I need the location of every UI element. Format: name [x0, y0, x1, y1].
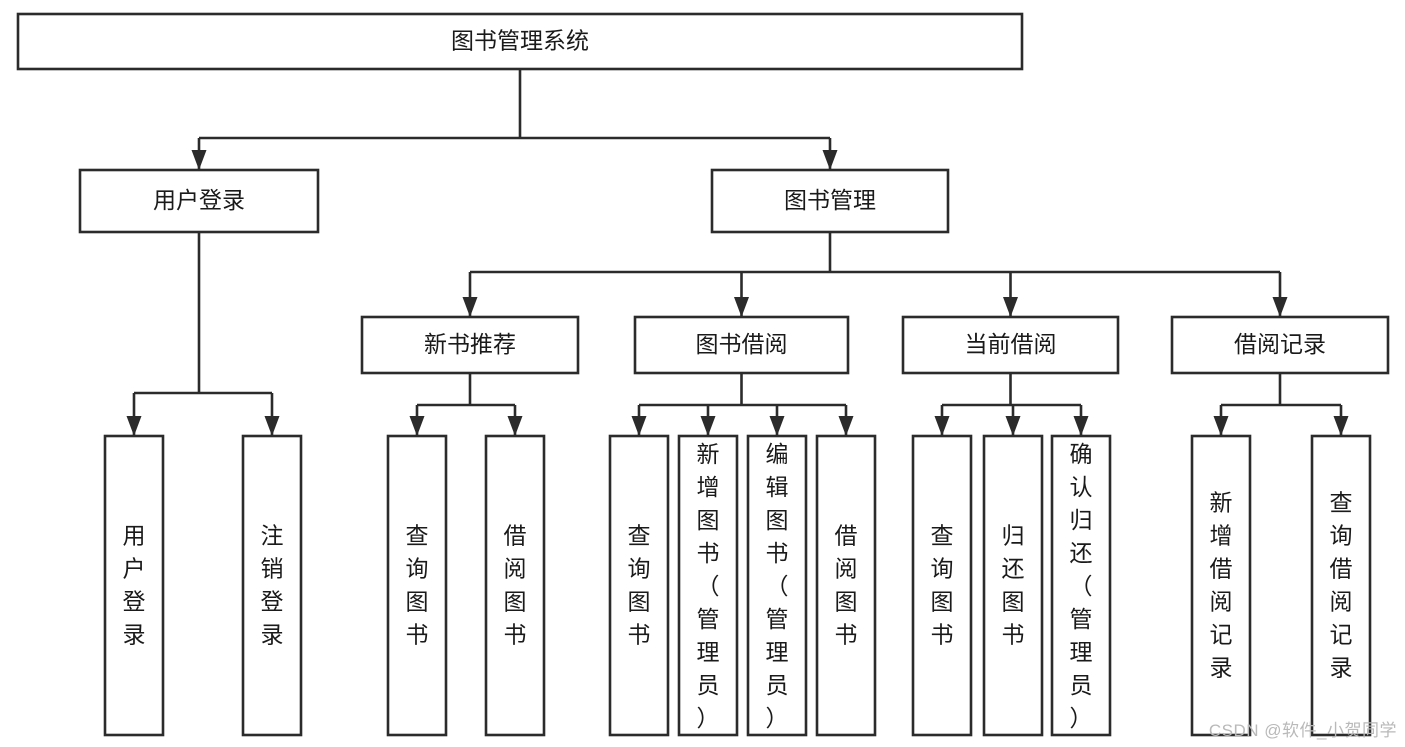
node-leaf-4-label: 查询图书 [628, 523, 651, 648]
node-l3-2-label: 当前借阅 [965, 331, 1057, 357]
node-leaf-3[interactable]: 借阅图书 [484, 434, 546, 737]
node-l3-0-rect[interactable] [360, 315, 580, 375]
node-leaf-2-label: 查询图书 [406, 523, 429, 648]
node-leaf-7-label: 借阅图书 [835, 523, 858, 648]
node-leaf-5[interactable]: 新增图书（管理员） [677, 434, 739, 737]
node-leaf-3-rect[interactable] [484, 434, 546, 737]
node-leaf-9-label: 归还图书 [1002, 523, 1025, 648]
node-l3-1[interactable]: 图书借阅 [633, 315, 850, 375]
arrow-head-icon [409, 416, 425, 436]
node-l2-1[interactable]: 图书管理 [710, 168, 950, 234]
node-leaf-0[interactable]: 用户登录 [103, 434, 165, 737]
node-leaf-4-rect[interactable] [608, 434, 670, 737]
node-leaf-8-label: 查询图书 [931, 523, 954, 648]
arrow-head-icon [1005, 416, 1021, 436]
node-leaf-3-label: 借阅图书 [504, 523, 527, 648]
arrow-head-icon [838, 416, 854, 436]
arrow-head-icon [822, 150, 838, 170]
arrow-head-icon [700, 416, 716, 436]
node-leaf-2-rect[interactable] [386, 434, 448, 737]
node-leaf-8-rect[interactable] [911, 434, 973, 737]
node-l3-1-label: 图书借阅 [696, 331, 788, 357]
arrow-head-icon [769, 416, 785, 436]
node-l3-2[interactable]: 当前借阅 [901, 315, 1120, 375]
arrow-head-icon [631, 416, 647, 436]
node-leaf-6-label: 编辑图书（管理员） [766, 441, 789, 731]
node-leaf-10[interactable]: 确认归还（管理员） [1050, 434, 1112, 737]
node-l2-1-label: 图书管理 [784, 187, 876, 213]
arrow-head-icon [1213, 416, 1229, 436]
node-root-图书管理系统[interactable]: 图书管理系统 [16, 12, 1024, 71]
node-leaf-4[interactable]: 查询图书 [608, 434, 670, 737]
node-leaf-0-rect[interactable] [103, 434, 165, 737]
node-leaf-2[interactable]: 查询图书 [386, 434, 448, 737]
node-l3-1-rect[interactable] [633, 315, 850, 375]
node-l3-0-label: 新书推荐 [424, 331, 516, 357]
node-root-图书管理系统-label: 图书管理系统 [451, 28, 589, 54]
edges-layer [126, 69, 1349, 436]
arrow-head-icon [507, 416, 523, 436]
node-leaf-0-label: 用户登录 [123, 523, 146, 648]
node-leaf-6-rect[interactable] [746, 434, 808, 737]
nodes-layer: 图书管理系统用户登录图书管理新书推荐图书借阅当前借阅借阅记录用户登录注销登录查询… [16, 12, 1390, 737]
node-leaf-12[interactable]: 查询借阅记录 [1310, 434, 1372, 737]
node-leaf-9-rect[interactable] [982, 434, 1044, 737]
node-leaf-9[interactable]: 归还图书 [982, 434, 1044, 737]
node-leaf-10-label: 确认归还（管理员） [1070, 441, 1093, 731]
arrow-head-icon [1333, 416, 1349, 436]
node-leaf-8[interactable]: 查询图书 [911, 434, 973, 737]
node-l2-0-rect[interactable] [78, 168, 320, 234]
arrow-head-icon [1073, 416, 1089, 436]
arrow-head-icon [126, 416, 142, 436]
node-l3-3-rect[interactable] [1170, 315, 1390, 375]
node-leaf-12-label: 查询借阅记录 [1330, 490, 1353, 681]
arrow-head-icon [1272, 297, 1288, 317]
arrow-head-icon [934, 416, 950, 436]
node-leaf-10-rect[interactable] [1050, 434, 1112, 737]
node-l2-1-rect[interactable] [710, 168, 950, 234]
node-leaf-5-rect[interactable] [677, 434, 739, 737]
node-leaf-6[interactable]: 编辑图书（管理员） [746, 434, 808, 737]
node-leaf-5-label: 新增图书（管理员） [697, 441, 720, 731]
node-leaf-11-rect[interactable] [1190, 434, 1252, 737]
node-l2-0[interactable]: 用户登录 [78, 168, 320, 234]
node-l3-2-rect[interactable] [901, 315, 1120, 375]
node-root-图书管理系统-rect[interactable] [16, 12, 1024, 71]
arrow-head-icon [1003, 297, 1018, 317]
arrow-head-icon [264, 416, 280, 436]
node-leaf-1[interactable]: 注销登录 [241, 434, 303, 737]
node-leaf-11[interactable]: 新增借阅记录 [1190, 434, 1252, 737]
arrow-head-icon [734, 297, 749, 317]
node-l3-0[interactable]: 新书推荐 [360, 315, 580, 375]
node-leaf-11-label: 新增借阅记录 [1210, 490, 1233, 681]
arrow-head-icon [462, 297, 478, 317]
node-l2-0-label: 用户登录 [153, 187, 245, 213]
arrow-head-icon [191, 150, 207, 170]
node-l3-3[interactable]: 借阅记录 [1170, 315, 1390, 375]
node-l3-3-label: 借阅记录 [1234, 331, 1326, 357]
node-leaf-12-rect[interactable] [1310, 434, 1372, 737]
node-leaf-1-rect[interactable] [241, 434, 303, 737]
node-leaf-1-label: 注销登录 [261, 523, 284, 648]
node-leaf-7-rect[interactable] [815, 434, 877, 737]
node-leaf-7[interactable]: 借阅图书 [815, 434, 877, 737]
